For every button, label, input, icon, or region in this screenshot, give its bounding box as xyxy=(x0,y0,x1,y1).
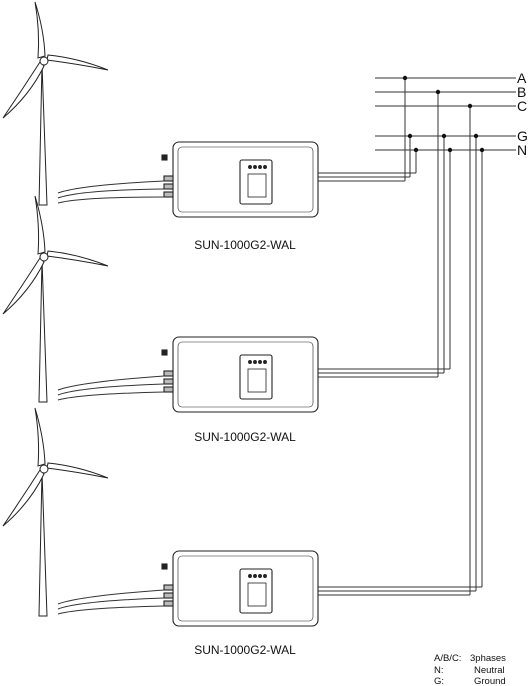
wind-turbine-2 xyxy=(2,195,109,403)
legend-value-phases: 3phases xyxy=(470,653,506,664)
legend-value-ground: Ground xyxy=(474,676,506,686)
bus-label-b: B xyxy=(517,84,526,100)
ac-output-wires xyxy=(318,172,482,596)
ac-bus xyxy=(375,77,516,151)
junction-dots xyxy=(402,75,485,153)
bus-label-g: G xyxy=(517,128,528,144)
legend-value-neutral: Neutral xyxy=(474,665,505,676)
drop-wires xyxy=(404,78,483,595)
legend: A/B/C: 3phases N: Neutral G: Ground xyxy=(434,653,506,686)
dc-input-wires xyxy=(57,180,165,615)
bus-label-n: N xyxy=(517,142,527,158)
inverter-model-label-2: SUN-1000G2-WAL xyxy=(194,430,296,444)
legend-key-phases: A/B/C: xyxy=(434,653,461,664)
inverter-unit-1 xyxy=(161,141,319,218)
inverter-unit-2 xyxy=(161,336,319,413)
wind-turbine-1 xyxy=(2,1,109,206)
inverter-model-label-3: SUN-1000G2-WAL xyxy=(194,643,296,657)
legend-key-neutral: N: xyxy=(434,665,444,676)
bus-label-c: C xyxy=(517,98,527,114)
legend-key-ground: G: xyxy=(434,676,444,686)
inverter-model-label-1: SUN-1000G2-WAL xyxy=(194,238,296,252)
bus-label-a: A xyxy=(517,70,527,86)
inverter-unit-3 xyxy=(161,550,319,627)
bus-labels: A B C G N xyxy=(517,70,528,158)
wind-turbine-3 xyxy=(2,407,109,617)
